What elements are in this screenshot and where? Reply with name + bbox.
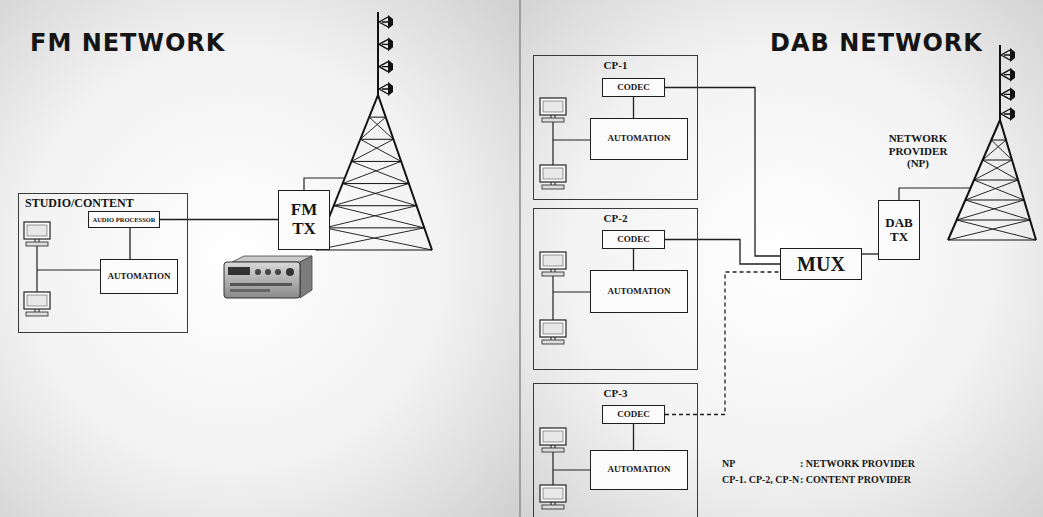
divider-line <box>519 0 521 517</box>
box-label: MUX <box>797 253 845 275</box>
process-box: AUTOMATION <box>100 259 178 294</box>
box-label: CODEC <box>617 235 650 245</box>
connector-line <box>665 240 780 265</box>
box-label: CODEC <box>617 83 650 93</box>
process-box: CODEC <box>602 405 665 424</box>
process-box: DAB TX <box>878 200 920 260</box>
process-box: AUTOMATION <box>590 450 688 490</box>
dab-ground <box>520 0 1043 517</box>
box-label: DAB TX <box>882 216 916 245</box>
process-box: AUTOMATION <box>590 118 688 160</box>
connector-line <box>633 249 634 270</box>
legend-text: : CONTENT PROVIDER <box>800 474 911 486</box>
legend-text: : NETWORK PROVIDER <box>800 458 915 470</box>
process-box: FM TX <box>278 190 330 250</box>
group-box: CP-3CODEC AUTOMATION <box>533 383 698 517</box>
transmitter-towers <box>316 12 1036 250</box>
fm-ground <box>0 0 520 517</box>
process-box: MUX <box>780 248 862 280</box>
group-heading: STUDIO/CONTENT <box>25 197 181 210</box>
section-title: FM NETWORK <box>30 30 225 58</box>
group-box: CP-2CODEC AUTOMATION <box>533 208 698 370</box>
group-box: CP-1CODEC AUTOMATION <box>533 55 698 200</box>
legend-key: NP <box>722 458 735 470</box>
feeder-cable <box>899 188 970 200</box>
connector-line <box>633 424 634 450</box>
process-box: AUTOMATION <box>590 270 688 313</box>
box-label: AUTOMATION <box>607 465 670 475</box>
process-box: AUDIO PROCESSOR <box>88 211 160 228</box>
connector-line <box>665 88 780 257</box>
computer-icons <box>24 98 590 509</box>
provider-label: NETWORK PROVIDER (NP) <box>880 132 956 170</box>
group-heading: CP-1 <box>540 59 691 71</box>
connector-line <box>129 228 130 259</box>
connector-line <box>862 253 878 254</box>
box-label: AUTOMATION <box>607 287 670 297</box>
group-heading: CP-3 <box>540 387 691 399</box>
box-label: AUTOMATION <box>607 134 670 144</box>
box-label: FM TX <box>282 201 326 238</box>
legend-key: CP-1. CP-2, CP-N <box>722 474 799 486</box>
group-box: STUDIO/CONTENT AUDIO PROCESSOR AUTOMATION <box>18 193 188 333</box>
process-box: CODEC <box>602 78 665 97</box>
process-box: CODEC <box>602 230 665 249</box>
box-label: CODEC <box>617 410 650 420</box>
group-heading: CP-2 <box>540 212 691 224</box>
section-title: DAB NETWORK <box>770 30 983 58</box>
connector-line <box>633 97 634 118</box>
box-label: AUDIO PROCESSOR <box>92 216 155 223</box>
feeder-cable <box>304 178 345 190</box>
audio-processor-unit <box>224 256 312 298</box>
box-label: AUTOMATION <box>107 272 170 282</box>
connector-line <box>160 219 278 220</box>
